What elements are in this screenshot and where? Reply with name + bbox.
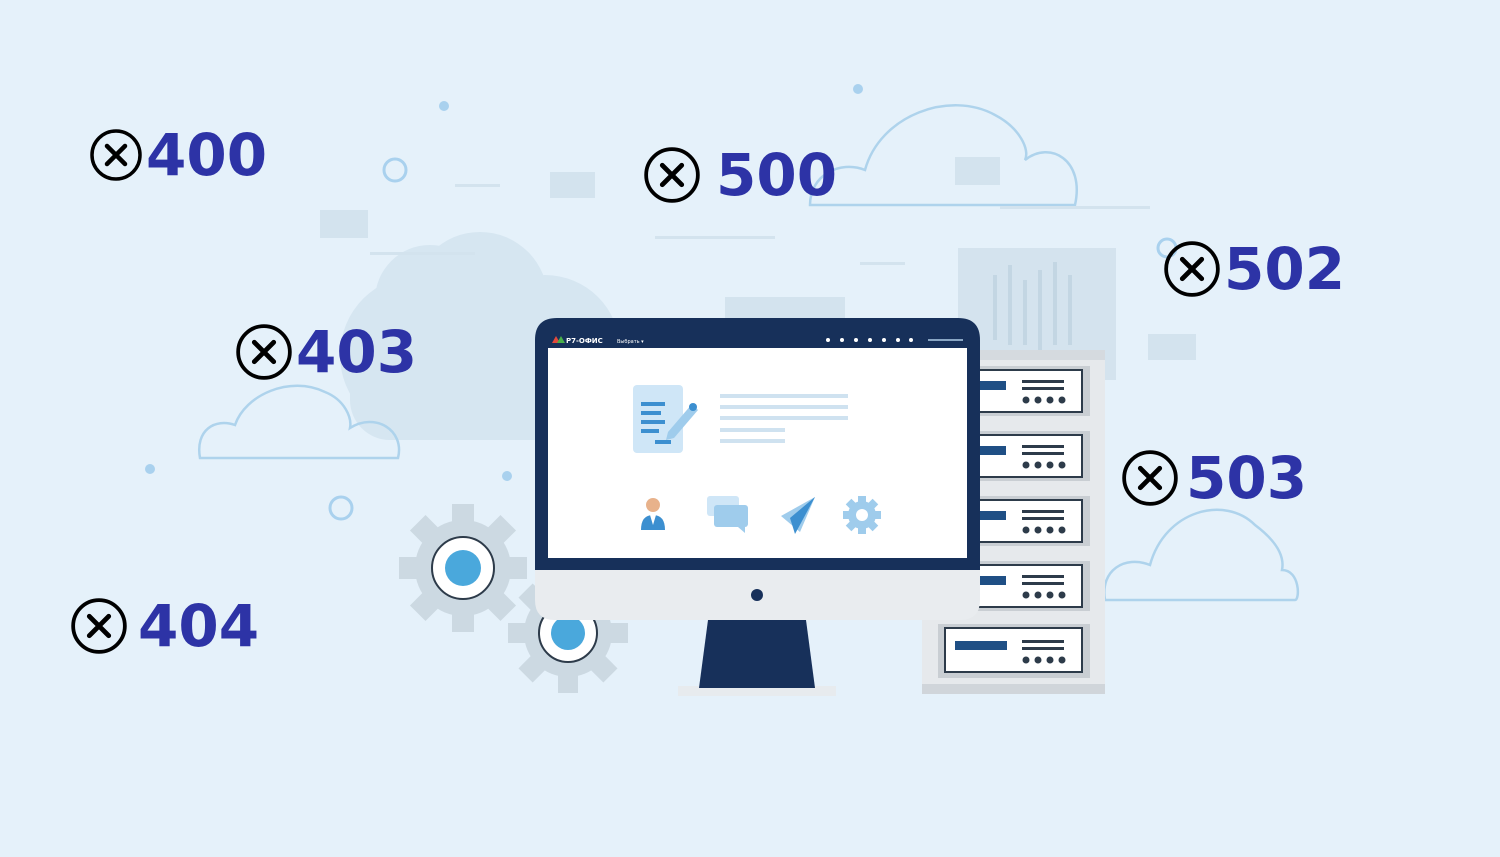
outline-cloud-top: [808, 104, 1078, 207]
close-circle-icon: [71, 598, 127, 654]
error-code-text: 403: [296, 318, 418, 386]
decor-dots: [145, 84, 863, 481]
close-circle-icon: [1164, 241, 1220, 297]
error-code-403: 403: [236, 323, 417, 381]
close-circle-icon: [1122, 450, 1178, 506]
close-circle-icon: [236, 324, 292, 380]
decor-lines: [320, 157, 1196, 360]
screen-brand: Р7-ОФИС: [566, 337, 603, 345]
gear-icon: [843, 496, 881, 534]
error-code-503: 503: [1122, 449, 1307, 507]
close-circle-icon: [644, 147, 700, 203]
screen-toolbar: Р7-ОФИС Выбрать ▾: [552, 336, 963, 345]
error-code-text: 503: [1186, 444, 1308, 512]
error-code-text: 500: [716, 141, 838, 209]
error-code-400: 400: [90, 126, 267, 184]
paper-plane-icon: [781, 497, 815, 534]
document-edit-icon: [633, 385, 698, 453]
error-code-text: 400: [146, 121, 268, 189]
close-circle-icon: [90, 129, 142, 181]
error-code-text: 502: [1224, 235, 1346, 303]
error-code-text: 404: [138, 592, 260, 660]
screen-menu: Выбрать ▾: [617, 339, 644, 345]
chat-icon: [707, 496, 748, 533]
gear-large: [399, 504, 527, 632]
server-unit: [938, 624, 1090, 678]
screen-text-lines: [720, 394, 848, 443]
outline-cloud-right: [1103, 508, 1300, 602]
outline-cloud-left: [197, 384, 401, 460]
error-code-502: 502: [1164, 240, 1345, 298]
shaded-cloud: [340, 232, 620, 440]
user-icon: [641, 498, 665, 530]
error-code-404: 404: [68, 597, 259, 655]
error-code-500: 500: [644, 146, 837, 204]
